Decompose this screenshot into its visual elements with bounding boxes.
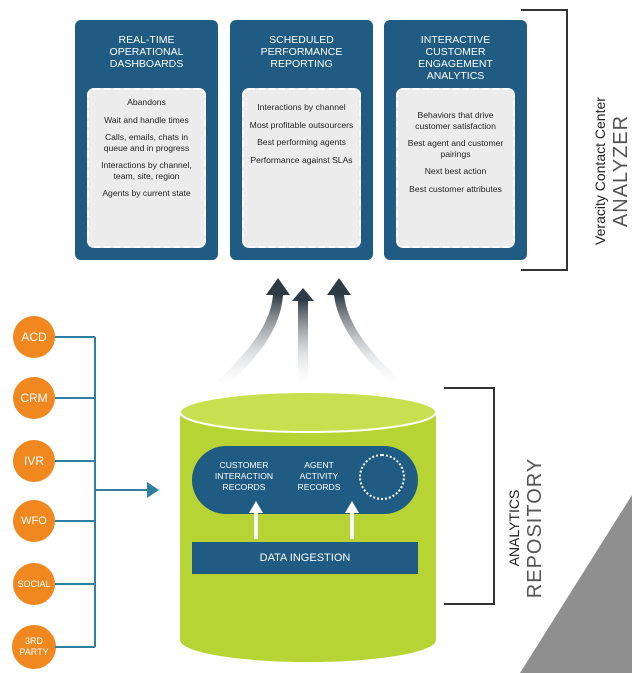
panel-item: Interactions by channel, team, site, reg… [101,160,192,181]
upward-arrows [208,278,408,392]
panel-card: Abandons Wait and handle times Calls, em… [87,88,206,248]
source-social: SOCIAL [13,563,55,605]
panel-item: Next best action [424,166,487,176]
panel-item: Best customer attributes [409,183,502,194]
panel-item: Wait and handle times [104,114,189,125]
arrow-center-head [292,288,314,301]
panel-title: INTERACTIVE CUSTOMER ENGAGEMENT ANALYTIC… [418,34,493,82]
source-connector [55,336,159,648]
repository-bracket [444,387,495,605]
panel-title: REAL-TIME OPERATIONAL DASHBOARDS [109,34,184,70]
panel-card: Interactions by channel Most profitable … [242,88,361,248]
analyzer-subtitle: Veracity Contact Center [592,97,608,245]
source-crm: CRM [13,377,55,419]
arrow-center [298,300,308,390]
connector-arrowhead [147,482,159,498]
source-3rd-party: 3RD PARTY [12,625,56,669]
source-acd: ACD [13,316,55,358]
panel-engagement: INTERACTIVE CUSTOMER ENGAGEMENT ANALYTIC… [384,20,527,260]
panel-item: Behaviors that drive customer satisfacti… [415,110,496,131]
agent-records-label: AGENT ACTIVITY RECORDS [297,460,341,492]
panel-item: Abandons [127,97,166,107]
data-ingestion-bar: DATA INGESTION [192,542,418,574]
panel-item: Calls, emails, chats in queue and in pro… [103,132,190,153]
panel-card: Behaviors that drive customer satisfacti… [396,88,515,248]
panel-item: Most profitable outsourcers [249,119,354,130]
source-ivr: IVR [13,440,55,482]
panel-reporting: SCHEDULED PERFORMANCE REPORTING Interact… [230,20,373,260]
customer-records-label: CUSTOMER INTERACTION RECORDS [214,460,274,492]
arrow-right [334,295,408,390]
panel-item: Best performing agents [257,137,346,147]
repository-label-line2: REPOSITORY [524,457,546,599]
panel-item: Best agent and customer pairings [407,138,504,159]
source-wfo: WFO [13,500,55,542]
panel-item: Interactions by channel [257,102,346,112]
repository-label: ANALYTICS REPOSITORY [505,438,555,618]
arrow-right-head [327,278,351,295]
corner-triangle [520,495,632,673]
panel-dashboards: REAL-TIME OPERATIONAL DASHBOARDS Abandon… [75,20,218,260]
repository-label-line1: ANALYTICS [506,489,522,567]
arrow-left-head [266,278,290,295]
arrow-left [208,295,283,392]
panel-item: Agents by current state [102,188,191,198]
panel-title: SCHEDULED PERFORMANCE REPORTING [260,34,343,70]
records-dotted-circle [359,454,405,500]
panel-item: Performance against SLAs [250,154,353,165]
analyzer-title: ANALYZER [610,114,632,228]
ingestion-arrows [249,501,359,539]
analyzer-label: Veracity Contact Center ANALYZER [591,61,632,281]
analyzer-bracket [521,9,568,271]
data-ingestion-label: DATA INGESTION [259,552,351,564]
